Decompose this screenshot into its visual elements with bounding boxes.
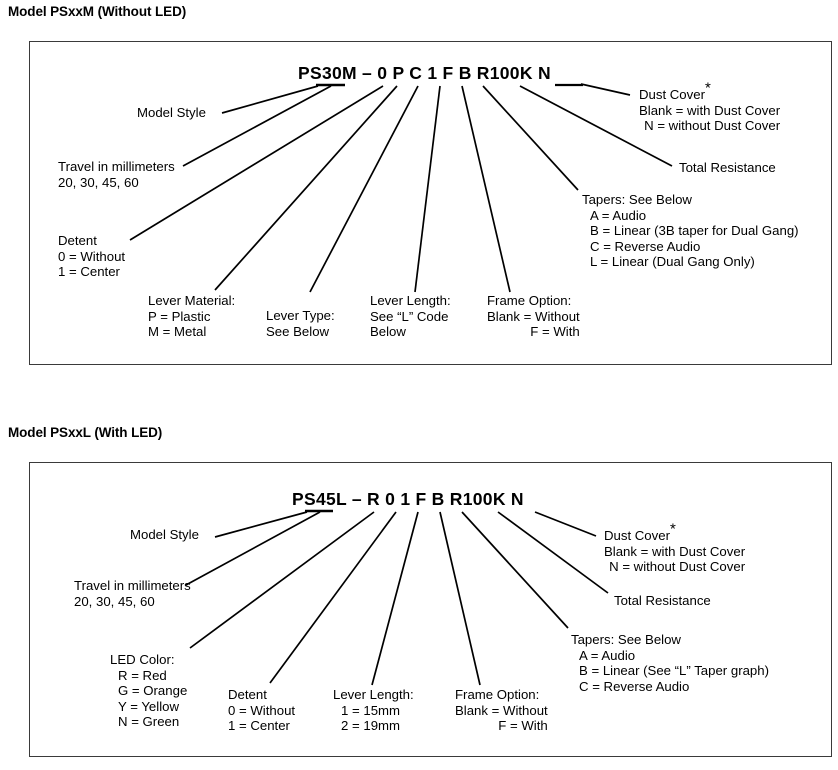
callout-title: Model Style: [137, 105, 206, 120]
callout-option: R = Red: [118, 667, 167, 683]
callout-model-style-1: Model Style: [137, 105, 206, 121]
diagram-1-part-number: PS30M – 0 P C 1 F B R100K N: [298, 63, 551, 83]
footnote-asterisk-icon: *: [704, 79, 711, 97]
callout-lever-length-2: Lever Length: 1 = 15mm 2 = 19mm: [333, 687, 414, 734]
callout-title: Lever Length:: [370, 293, 451, 308]
callout-title: Dust Cover*: [639, 81, 780, 103]
callout-title: Model Style: [130, 527, 199, 542]
callout-dust-cover-1: Dust Cover* Blank = with Dust Cover N = …: [639, 81, 781, 134]
callout-title: Total Resistance: [679, 160, 776, 175]
callout-dust-cover-2: Dust Cover* Blank = with Dust Cover N = …: [604, 522, 746, 575]
callout-title-text: Dust Cover: [604, 528, 670, 543]
callout-option: A = Audio: [590, 207, 647, 223]
callout-frame-option-1: Frame Option: Blank = Without F = With: [487, 293, 580, 340]
callout-travel-2: Travel in millimeters 20, 30, 45, 60: [74, 578, 191, 609]
diagram-2-part-number: PS45L – R 0 1 F B R100K N: [292, 489, 524, 509]
callout-option: See Below: [266, 323, 330, 339]
callout-option: 2 = 19mm: [341, 718, 401, 734]
callout-option: Blank = with Dust Cover: [604, 543, 746, 559]
footnote-asterisk-icon: *: [669, 520, 676, 538]
callout-option: 1 = 15mm: [341, 702, 401, 718]
callout-option: M = Metal: [148, 324, 207, 340]
callout-option: See “L” Code: [370, 308, 449, 324]
callout-title: Frame Option:: [487, 293, 572, 308]
callout-led-color-2: LED Color: R = Red G = Orange Y = Yellow…: [110, 652, 187, 730]
callout-title: LED Color:: [110, 652, 175, 667]
diagram-2-heading: Model PSxxL (With LED): [8, 425, 163, 440]
callout-title: Travel in millimeters: [74, 578, 191, 593]
callout-total-resistance-1: Total Resistance: [679, 160, 776, 176]
callout-values: 20, 30, 45, 60: [74, 593, 155, 609]
callout-detent-2: Detent 0 = Without 1 = Center: [228, 687, 295, 734]
callout-option: N = without Dust Cover: [609, 559, 746, 575]
callout-option: Blank = Without: [487, 308, 580, 324]
callout-option: F = With: [498, 718, 548, 734]
callout-option: 1 = Center: [58, 264, 120, 280]
callout-tapers-1: Tapers: See Below A = Audio B = Linear (…: [582, 192, 799, 270]
callout-title: Frame Option:: [455, 687, 540, 702]
diagram-1-heading: Model PSxxM (Without LED): [8, 4, 187, 19]
callout-option: B = Linear (See “L” Taper graph): [579, 663, 769, 679]
callout-option: F = With: [530, 324, 580, 340]
callout-option: P = Plastic: [148, 308, 211, 324]
callout-option: N = Green: [118, 714, 180, 730]
callout-title: Detent: [58, 233, 97, 248]
callout-lever-material-1: Lever Material: P = Plastic M = Metal: [148, 293, 235, 340]
callout-option: 1 = Center: [228, 718, 290, 734]
callout-title: Tapers: See Below: [571, 632, 681, 647]
callout-values: 20, 30, 45, 60: [58, 174, 139, 190]
callout-option: Blank = with Dust Cover: [639, 102, 781, 118]
callout-option: Below: [370, 324, 406, 340]
callout-title: Lever Type:: [266, 308, 335, 323]
callout-option: G = Orange: [118, 683, 188, 699]
callout-lever-length-1: Lever Length: See “L” Code Below: [370, 293, 451, 340]
callout-option: C = Reverse Audio: [590, 238, 701, 254]
callout-title: Lever Material:: [148, 293, 236, 308]
callout-frame-option-2: Frame Option: Blank = Without F = With: [455, 687, 548, 734]
callout-total-resistance-2: Total Resistance: [614, 593, 711, 609]
callout-title: Total Resistance: [614, 593, 711, 608]
callout-title: Dust Cover*: [604, 522, 745, 544]
callout-travel-1: Travel in millimeters 20, 30, 45, 60: [58, 159, 175, 190]
callout-title: Lever Length:: [333, 687, 414, 702]
callout-option: C = Reverse Audio: [579, 678, 690, 694]
callout-option: B = Linear (3B taper for Dual Gang): [590, 223, 799, 239]
callout-title: Detent: [228, 687, 267, 702]
callout-option: Y = Yellow: [118, 698, 179, 714]
callout-title: Tapers: See Below: [582, 192, 692, 207]
callout-lever-type-1: Lever Type: See Below: [266, 308, 335, 339]
callout-option: Blank = Without: [455, 702, 548, 718]
callout-option: A = Audio: [579, 647, 636, 663]
callout-model-style-2: Model Style: [130, 527, 199, 543]
callout-detent-1: Detent 0 = Without 1 = Center: [58, 233, 125, 280]
callout-title: Travel in millimeters: [58, 159, 175, 174]
callout-option: 0 = Without: [228, 702, 296, 718]
diagram-2-box: [29, 462, 832, 757]
callout-option: N = without Dust Cover: [644, 118, 781, 134]
callout-tapers-2: Tapers: See Below A = Audio B = Linear (…: [571, 632, 769, 694]
callout-option: L = Linear (Dual Gang Only): [590, 254, 755, 270]
callout-option: 0 = Without: [58, 248, 126, 264]
callout-title-text: Dust Cover: [639, 87, 705, 102]
